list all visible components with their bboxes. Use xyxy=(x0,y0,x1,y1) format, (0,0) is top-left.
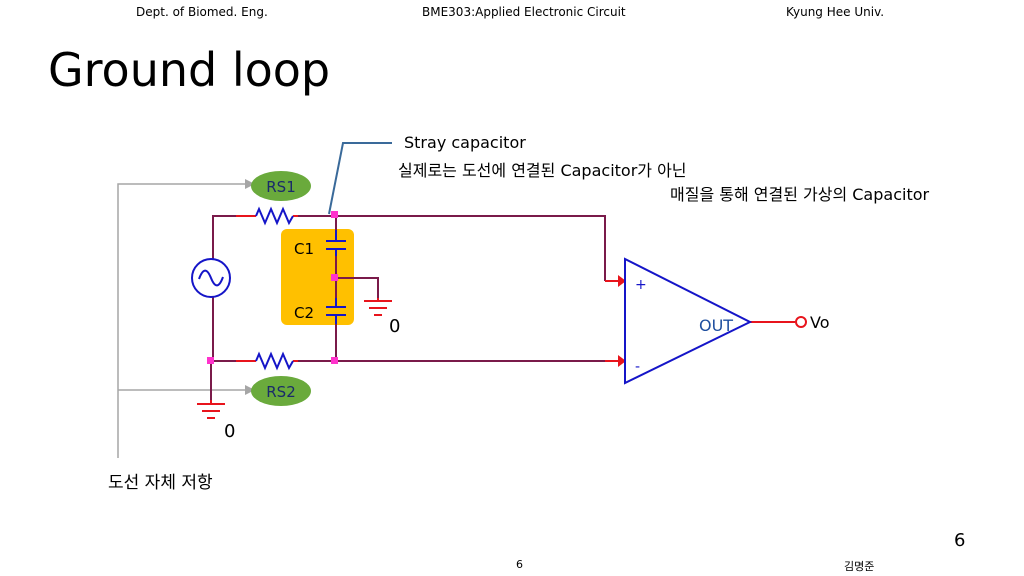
rs2-label: RS2 xyxy=(266,383,296,401)
header-course: BME303:Applied Electronic Circuit xyxy=(422,5,626,19)
resistor-rs1 xyxy=(255,206,294,226)
op-amp-icon xyxy=(624,257,753,385)
ground-mid-label: 0 xyxy=(389,316,400,337)
footer-author: 김명준 xyxy=(844,560,875,573)
output-vo-label: Vo xyxy=(810,313,830,332)
rs1-label: RS1 xyxy=(266,178,296,196)
ac-source-icon xyxy=(191,258,231,298)
slide-page-number: 6 xyxy=(954,530,966,551)
stray-capacitor-description-2: 매질을 통해 연결된 가상의 Capacitor xyxy=(670,185,930,204)
junction-nodes xyxy=(207,211,338,364)
stray-capacitor-label: Stray capacitor xyxy=(404,133,526,152)
op-amp-out-label: OUT xyxy=(699,316,733,335)
rs1-bubble xyxy=(251,171,311,201)
op-amp-minus-label: - xyxy=(635,359,640,375)
capacitor-c1-label: C1 xyxy=(294,240,314,258)
wires xyxy=(210,215,606,400)
resistance-pointer-arrows xyxy=(117,179,255,458)
footer-page-number: 6 xyxy=(516,558,523,571)
plus-input-arrow xyxy=(618,275,626,287)
stray-capacitor-description-1: 실제로는 도선에 연결된 Capacitor가 아닌 xyxy=(398,161,687,180)
minus-input-arrow xyxy=(618,355,626,367)
output-terminal xyxy=(795,316,807,328)
ground-icon-mid xyxy=(364,298,392,316)
op-amp-plus-label: + xyxy=(635,277,647,293)
rs2-bubble xyxy=(251,376,311,406)
header-department: Dept. of Biomed. Eng. xyxy=(136,5,268,19)
resistor-rs2 xyxy=(255,351,294,371)
header-university: Kyung Hee Univ. xyxy=(786,5,885,19)
capacitor-c2 xyxy=(326,298,346,324)
ground-icon-bottom xyxy=(197,400,225,419)
capacitor-c2-label: C2 xyxy=(294,304,314,322)
stray-capacitor-pointer xyxy=(328,142,392,215)
ground-bottom-label: 0 xyxy=(224,421,235,442)
slide-title: Ground loop xyxy=(48,43,331,97)
wire-resistance-label: 도선 자체 저항 xyxy=(108,473,213,493)
capacitor-c1 xyxy=(326,230,346,256)
